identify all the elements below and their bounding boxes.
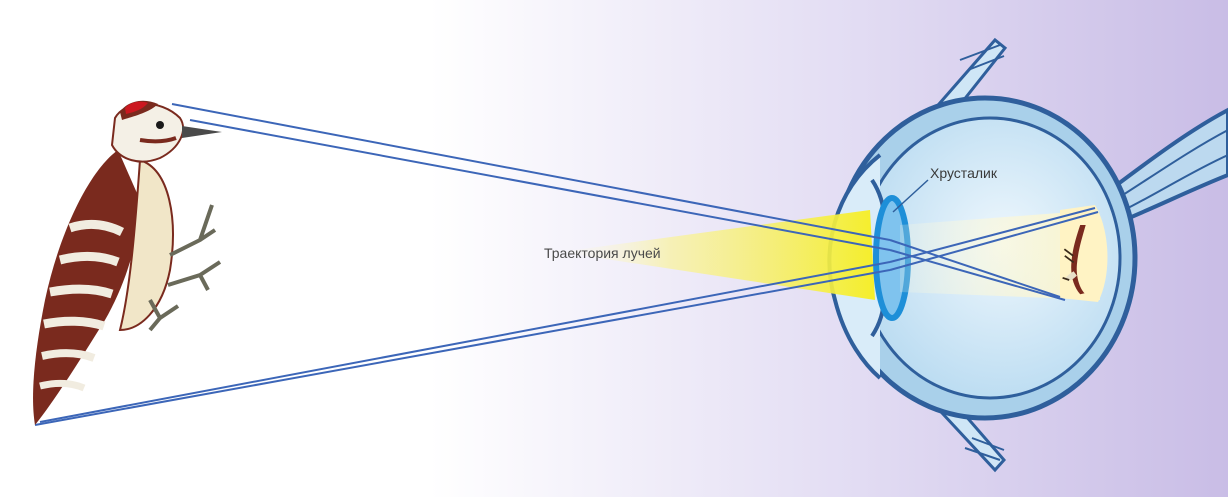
rays-label: Траектория лучей [544,245,661,261]
lens-label: Хрусталик [930,165,998,181]
retina-area [1060,205,1107,302]
